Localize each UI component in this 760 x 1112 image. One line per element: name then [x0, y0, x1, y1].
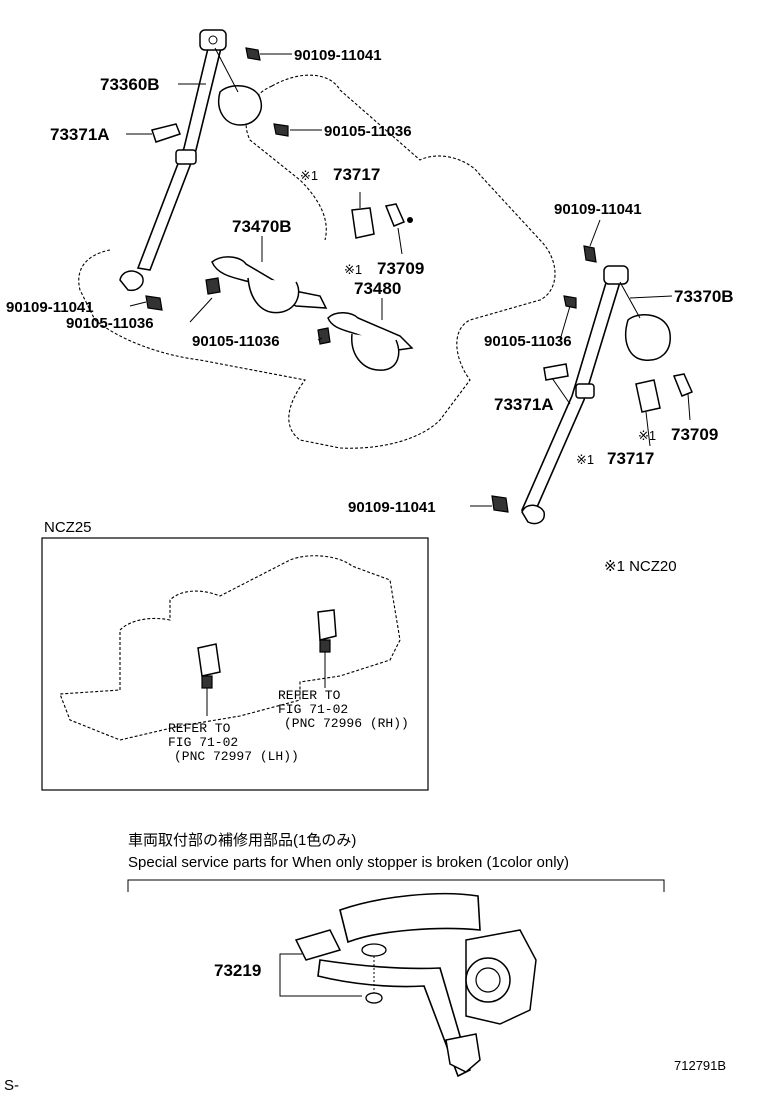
special-title-jp: 車両取付部の補修用部品(1色のみ) [128, 832, 356, 849]
note-mark-73709-right: ※1 [638, 428, 656, 443]
label-73371A-top: 73371A [50, 125, 110, 144]
label-90109-left: 90109-11041 [6, 299, 94, 316]
left-retractor [218, 85, 262, 126]
bolt-bottom-90109 [491, 495, 509, 513]
cover-73717-top [351, 207, 375, 239]
leader-lines [126, 53, 691, 507]
note-mark-73717-right: ※1 [576, 452, 594, 467]
label-73360B: 73360B [100, 75, 160, 94]
label-90105-top: 90105-11036 [324, 123, 412, 140]
stopper-top [361, 943, 387, 957]
label-73219: 73219 [214, 961, 261, 980]
special-bracket [294, 929, 342, 961]
bolt-right-90105 [563, 295, 577, 309]
label-90105-mid: 90105-11036 [192, 333, 280, 350]
stopper-bottom [365, 992, 383, 1004]
bezel-73371A-right [543, 363, 569, 381]
refer-lh-line1: REFER TO [168, 721, 231, 736]
ncz25-title: NCZ25 [44, 519, 92, 536]
bolt-top-90109 [245, 47, 261, 61]
bolt-left-90109 [145, 295, 163, 311]
ncz25-inset: NCZ25 REFER TO FIG 71-02 (PNC 72996 (RH)… [41, 519, 429, 791]
label-73709-top: 73709 [377, 259, 424, 278]
bolt-right-90109-top [583, 245, 597, 263]
note-mark-73717-top: ※1 [300, 168, 318, 183]
label-90109-bottom: 90109-11041 [348, 499, 436, 516]
refer-rh-line1: REFER TO [278, 688, 341, 703]
bezel-73371A-left [151, 123, 181, 143]
label-73717-right: 73717 [607, 449, 654, 468]
label-73480: 73480 [354, 279, 401, 298]
refer-rh-line3: (PNC 72996 (RH)) [284, 716, 409, 731]
note-mark-73709-top: ※1 [344, 262, 362, 277]
refer-lh-line2: FIG 71-02 [168, 735, 238, 750]
special-title-en: Special service parts for When only stop… [128, 854, 569, 871]
buckle-73480 [317, 312, 414, 371]
cover-73717-right [635, 379, 661, 413]
page-marker: S- [4, 1077, 19, 1094]
refer-lh-line3: (PNC 72997 (LH)) [174, 749, 299, 764]
label-73370B: 73370B [674, 287, 734, 306]
label-73470B: 73470B [232, 217, 292, 236]
guide-73709-right [672, 373, 694, 397]
buckle-73470B [205, 256, 328, 314]
label-90105-left: 90105-11036 [66, 315, 154, 332]
refer-rh-line2: FIG 71-02 [278, 702, 348, 717]
ncz25-frame [41, 537, 429, 791]
right-retractor [624, 313, 671, 361]
label-73717-top: 73717 [333, 165, 380, 184]
guide-73709-top [384, 203, 406, 227]
label-90109-right: 90109-11041 [554, 201, 642, 218]
figure-code: 712791B [674, 1058, 726, 1073]
ncz20-note: ※1 NCZ20 [604, 558, 677, 575]
part-labels: 73360B 73371A 90109-11041 90105-11036 ※1… [6, 47, 734, 516]
right-lower-anchor [521, 504, 545, 525]
bolt-top-90105 [273, 123, 289, 137]
label-73709-right: 73709 [671, 425, 718, 444]
left-lower-anchor [119, 270, 144, 292]
left-belt-assembly [119, 29, 262, 292]
special-service-section: 車両取付部の補修用部品(1色のみ) Special service parts … [127, 832, 665, 1078]
label-90109-top: 90109-11041 [294, 47, 382, 64]
label-73371A-right: 73371A [494, 395, 554, 414]
right-belt-assembly [520, 265, 671, 525]
label-90105-right: 90105-11036 [484, 333, 572, 350]
